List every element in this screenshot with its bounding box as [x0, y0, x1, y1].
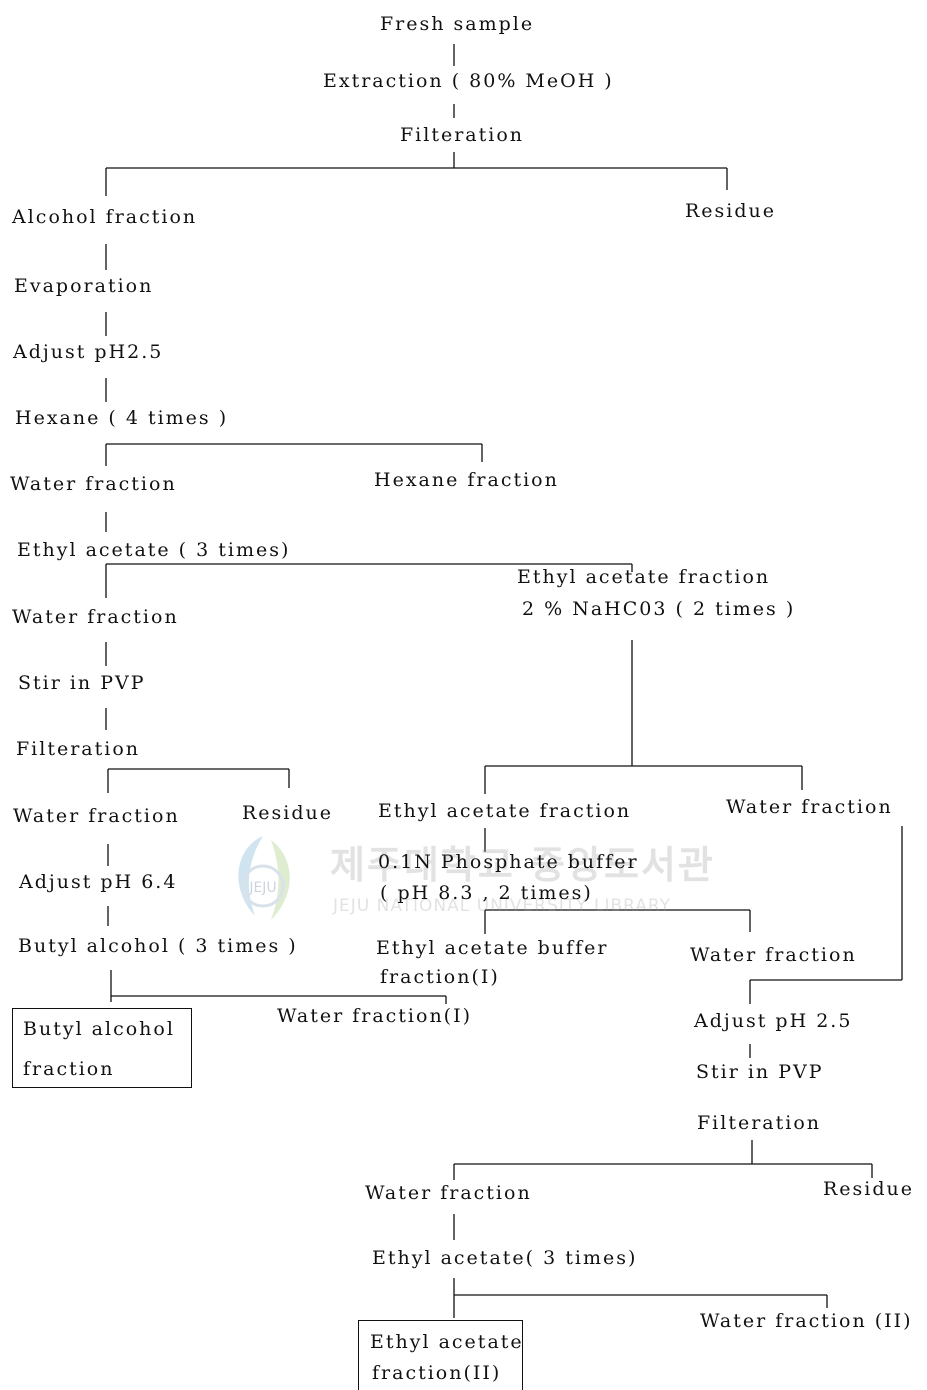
node-filteration-3: Filteration — [697, 1112, 822, 1134]
node-filteration-1: Filteration — [400, 124, 525, 146]
node-stir-pvp-a: Stir in PVP — [18, 672, 146, 694]
result-box-ethyl-acetate-fraction-ii: Ethyl acetate fraction(II) — [358, 1320, 523, 1390]
node-alcohol-fraction: Alcohol fraction — [12, 206, 198, 228]
library-watermark: JEJU 제주대학교 중앙도서관 JEJU NATIONAL UNIVERSIT… — [215, 828, 735, 938]
watermark-logo-text: JEJU — [248, 880, 276, 896]
node-water-fraction-4: Water fraction — [726, 796, 893, 818]
ethyl-acetate-fraction-ii-line-2: fraction(II) — [372, 1362, 502, 1384]
node-residue-2: Residue — [242, 802, 334, 824]
node-butyl-alcohol-3x: Butyl alcohol ( 3 times ) — [18, 935, 298, 957]
node-ethyl-acetate-fraction-1: Ethyl acetate fraction — [517, 566, 771, 588]
node-water-fraction-ii: Water fraction (II) — [700, 1310, 913, 1332]
node-phosphate-buffer-1: 0.1N Phosphate buffer — [378, 851, 639, 873]
node-water-fraction-1: Water fraction — [10, 473, 177, 495]
node-phosphate-buffer-2: ( pH 8.3 , 2 times) — [380, 882, 593, 904]
library-logo-icon: JEJU — [238, 836, 290, 920]
node-ethyl-acetate-3x-a: Ethyl acetate ( 3 times) — [17, 539, 291, 561]
node-ethyl-acetate-fraction-2: Ethyl acetate fraction — [378, 800, 632, 822]
butyl-alcohol-fraction-line-2: fraction — [23, 1058, 115, 1080]
watermark-korean-text: 제주대학교 중앙도서관 — [330, 843, 715, 887]
node-water-fraction-2: Water fraction — [12, 606, 179, 628]
node-ethyl-acetate-3x-b: Ethyl acetate( 3 times) — [372, 1247, 638, 1269]
node-hexane: Hexane ( 4 times ) — [15, 407, 229, 429]
node-adjust-ph-2-5-a: Adjust pH2.5 — [13, 341, 164, 363]
node-ethyl-acetate-buffer-1: Ethyl acetate buffer — [376, 937, 609, 959]
node-residue-1: Residue — [685, 200, 777, 222]
ethyl-acetate-fraction-ii-line-1: Ethyl acetate — [370, 1331, 524, 1353]
node-adjust-ph-6-4: Adjust pH 6.4 — [19, 871, 178, 893]
node-ethyl-acetate-buffer-2: fraction(I) — [380, 966, 500, 988]
node-fresh-sample: Fresh sample — [380, 13, 535, 35]
butyl-alcohol-fraction-line-1: Butyl alcohol — [23, 1018, 175, 1040]
result-box-butyl-alcohol-fraction: Butyl alcohol fraction — [12, 1008, 192, 1088]
node-filteration-2: Filteration — [16, 738, 141, 760]
node-residue-3: Residue — [823, 1178, 915, 1200]
node-nahco3: 2 % NaHC03 ( 2 times ) — [522, 598, 796, 620]
node-adjust-ph-2-5-b: Adjust pH 2.5 — [694, 1010, 853, 1032]
node-extraction: Extraction ( 80% MeOH ) — [323, 70, 614, 92]
node-water-fraction-3: Water fraction — [13, 805, 180, 827]
node-water-fraction-i: Water fraction(I) — [277, 1005, 473, 1027]
node-stir-pvp-b: Stir in PVP — [696, 1061, 824, 1083]
node-water-fraction-5: Water fraction — [690, 944, 857, 966]
node-hexane-fraction: Hexane fraction — [374, 469, 559, 491]
node-evaporation: Evaporation — [14, 275, 154, 297]
node-water-fraction-6: Water fraction — [365, 1182, 532, 1204]
watermark-english-text: JEJU NATIONAL UNIVERSITY LIBRARY — [333, 896, 671, 916]
